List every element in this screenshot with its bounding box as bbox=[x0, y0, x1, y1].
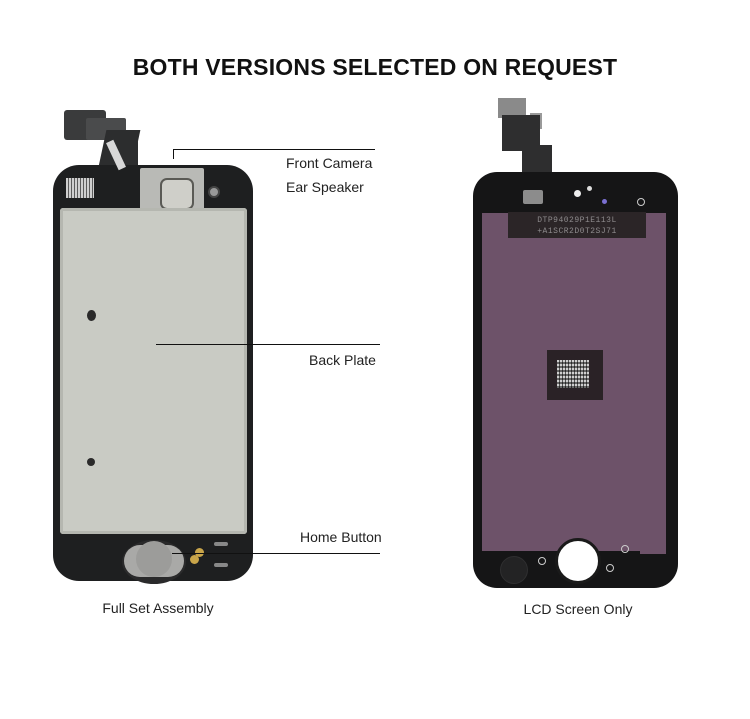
lcd-panel-tab bbox=[640, 530, 666, 554]
back-plate bbox=[60, 208, 247, 534]
label-back-plate: Back Plate bbox=[309, 352, 376, 368]
ear-speaker bbox=[160, 178, 194, 210]
callout-line-front-camera bbox=[173, 149, 375, 150]
contact-pad bbox=[190, 555, 199, 564]
lcd-serial-line-2: +A1SCR2D0T2SJ71 bbox=[537, 227, 617, 236]
screw-hole bbox=[87, 310, 96, 321]
flex-cable bbox=[124, 132, 138, 172]
screw-ring bbox=[538, 557, 546, 565]
lcd-serial-label: DTP94029P1E113L +A1SCR2D0T2SJ71 bbox=[508, 212, 646, 238]
sensor-slot bbox=[214, 542, 228, 546]
lcd-serial-line-1: DTP94029P1E113L bbox=[537, 216, 617, 225]
caption-lcd-screen-only: LCD Screen Only bbox=[523, 601, 633, 617]
home-button-plate bbox=[136, 541, 172, 577]
speaker-mark bbox=[500, 556, 528, 584]
callout-line-back-plate bbox=[156, 344, 380, 345]
earpiece-mesh bbox=[523, 190, 543, 204]
sensor-slot bbox=[214, 563, 228, 567]
callout-line-home-button bbox=[172, 553, 380, 554]
label-home-button: Home Button bbox=[300, 529, 382, 545]
screw-ring bbox=[637, 198, 645, 206]
qr-code bbox=[557, 360, 589, 388]
home-button-hole bbox=[555, 538, 601, 584]
screw-ring bbox=[621, 545, 629, 553]
sensor-icon bbox=[587, 186, 592, 191]
caption-full-set-assembly: Full Set Assembly bbox=[102, 600, 214, 616]
flex-cable bbox=[498, 98, 526, 118]
proximity-sensor bbox=[602, 199, 607, 204]
page-title: BOTH VERSIONS SELECTED ON REQUEST bbox=[132, 54, 618, 80]
label-front-camera: Front Camera bbox=[286, 155, 373, 171]
screw-hole bbox=[87, 458, 95, 466]
barcode-sticker bbox=[66, 178, 94, 198]
front-camera bbox=[208, 186, 220, 198]
camera-hole bbox=[574, 190, 581, 197]
label-ear-speaker: Ear Speaker bbox=[286, 179, 364, 195]
contact-pad bbox=[195, 548, 204, 557]
screw-ring bbox=[606, 564, 614, 572]
callout-line-front-camera bbox=[173, 149, 174, 159]
